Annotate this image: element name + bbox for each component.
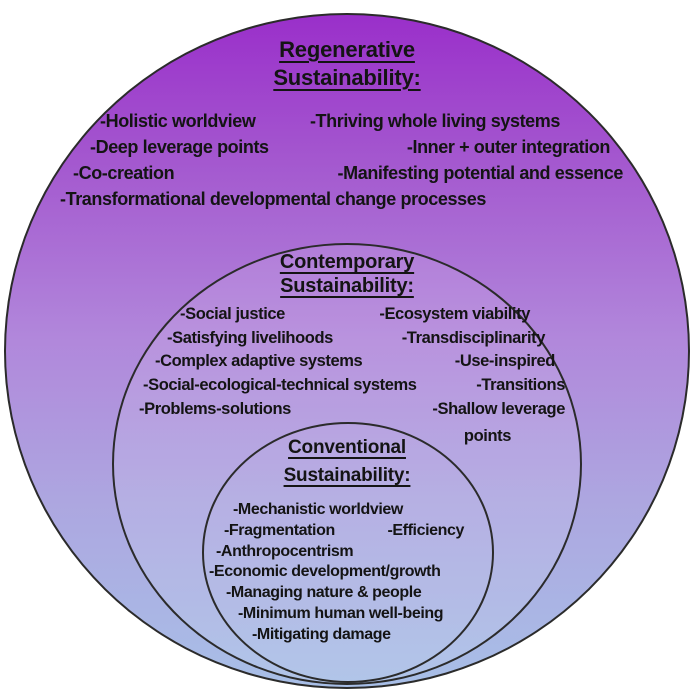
regenerative-item-row: -Co-creation -Manifesting potential and … bbox=[73, 162, 623, 185]
contemporary-item-row: -Social justice -Ecosystem viability bbox=[180, 304, 530, 325]
contemporary-title: Contemporary Sustainability: bbox=[147, 250, 547, 298]
conventional-item: -Fragmentation bbox=[224, 522, 335, 539]
contemporary-item: -Shallow leverage bbox=[432, 400, 565, 418]
contemporary-title-line1: Contemporary bbox=[279, 251, 415, 273]
regenerative-item: -Transformational developmental change p… bbox=[60, 189, 486, 209]
conventional-item-row: -Mechanistic worldview bbox=[233, 500, 403, 520]
contemporary-item-row: -Social-ecological-technical systems -Tr… bbox=[143, 375, 565, 396]
regenerative-item: -Holistic worldview bbox=[100, 111, 256, 131]
conventional-item-row: -Economic development/growth bbox=[209, 562, 441, 582]
contemporary-item: -Use-inspired bbox=[454, 352, 556, 370]
regenerative-item-row: -Holistic worldview -Thriving whole livi… bbox=[100, 110, 560, 133]
conventional-item-row: -Managing nature & people bbox=[226, 583, 422, 603]
conventional-title: Conventional Sustainability: bbox=[147, 434, 547, 490]
contemporary-item: -Problems-solutions bbox=[139, 400, 291, 418]
regenerative-item-row: -Transformational developmental change p… bbox=[60, 188, 486, 211]
regenerative-item: -Deep leverage points bbox=[90, 137, 269, 157]
contemporary-item: -Complex adaptive systems bbox=[155, 352, 363, 370]
regenerative-item: -Co-creation bbox=[73, 163, 175, 183]
contemporary-item: -Transitions bbox=[476, 376, 565, 394]
circle-conventional bbox=[202, 422, 494, 683]
conventional-item: -Managing nature & people bbox=[226, 584, 422, 601]
regenerative-title-line1: Regenerative bbox=[279, 37, 415, 62]
contemporary-title-line2: Sustainability: bbox=[280, 275, 414, 297]
conventional-item-row: -Mitigating damage bbox=[252, 625, 391, 645]
conventional-item: -Efficiency bbox=[387, 522, 464, 539]
conventional-title-line1: Conventional bbox=[288, 437, 406, 458]
regenerative-item: -Inner + outer integration bbox=[406, 137, 611, 157]
regenerative-title-line2: Sustainability: bbox=[273, 65, 421, 90]
contemporary-item-row: -Satisfying livelihoods -Transdisciplina… bbox=[167, 328, 545, 349]
contemporary-item-row: -Complex adaptive systems -Use-inspired bbox=[155, 351, 555, 372]
contemporary-item-row: -Problems-solutions -Shallow leverage bbox=[139, 399, 565, 420]
contemporary-item: -Social-ecological-technical systems bbox=[143, 376, 417, 394]
contemporary-item: -Ecosystem viability bbox=[379, 305, 530, 323]
regenerative-item: -Thriving whole living systems bbox=[309, 111, 560, 131]
regenerative-item-row: -Deep leverage points -Inner + outer int… bbox=[90, 136, 610, 159]
conventional-item-row: -Fragmentation -Efficiency bbox=[224, 521, 464, 541]
conventional-item: -Mechanistic worldview bbox=[233, 501, 403, 518]
regenerative-item: -Manifesting potential and essence bbox=[337, 163, 624, 183]
contemporary-item: -Satisfying livelihoods bbox=[167, 329, 333, 347]
regenerative-title: Regenerative Sustainability: bbox=[147, 36, 547, 92]
conventional-item: -Minimum human well-being bbox=[238, 605, 444, 622]
conventional-item-row: -Minimum human well-being bbox=[238, 604, 444, 624]
conventional-item: -Economic development/growth bbox=[209, 563, 441, 580]
contemporary-item: -Transdisciplinarity bbox=[401, 329, 546, 347]
contemporary-item-continuation: points bbox=[463, 427, 511, 445]
conventional-item: -Mitigating damage bbox=[252, 626, 391, 643]
conventional-item: -Anthropocentrism bbox=[216, 543, 354, 560]
contemporary-item-row: points bbox=[139, 426, 511, 447]
conventional-item-row: -Anthropocentrism bbox=[216, 542, 354, 562]
conventional-title-line2: Sustainability: bbox=[283, 465, 411, 486]
contemporary-item: -Social justice bbox=[180, 305, 285, 323]
